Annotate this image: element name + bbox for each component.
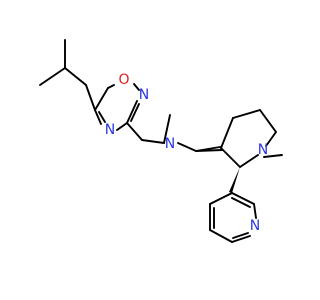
- oxadiazole-ring: [94, 83, 143, 141]
- pyridine-ring: [209, 192, 257, 243]
- pyrrolidine-nitrogen-label: N: [258, 142, 268, 158]
- oxadiazole-nitrogen-top-label: N: [139, 87, 149, 103]
- pyrrolidine-ring: [220, 109, 283, 168]
- oxadiazole-nitrogen-bottom-label: N: [105, 122, 115, 138]
- pyridine-nitrogen-label: N: [250, 218, 260, 234]
- amine-linker: [141, 114, 223, 152]
- isobutyl-group: [39, 39, 96, 111]
- amine-nitrogen-label: N: [165, 136, 175, 152]
- oxadiazole-oxygen-label: O: [118, 72, 129, 88]
- stereo-wedge: [229, 167, 240, 193]
- molecule-structure: O N N N N N: [39, 39, 283, 243]
